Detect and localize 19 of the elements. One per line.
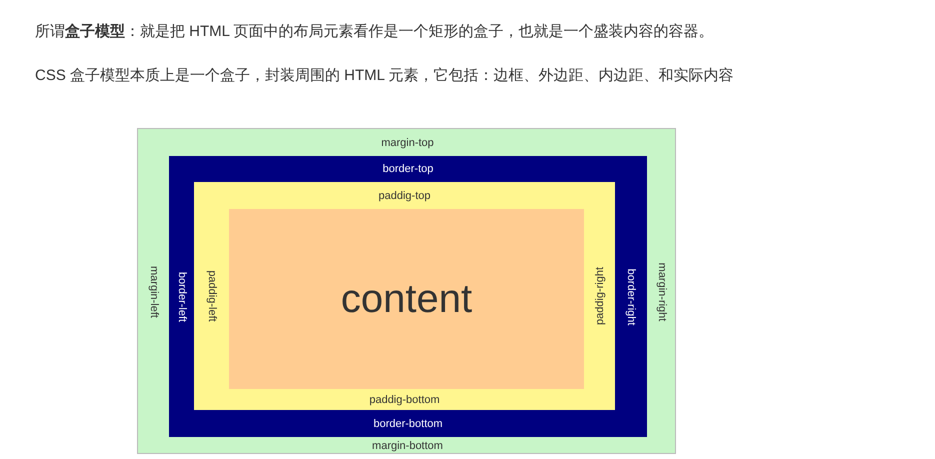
side-label: paddig-bottom (369, 394, 440, 406)
side-label: border-bottom (373, 418, 443, 430)
padding-area (194, 182, 615, 410)
side-label: border-left (176, 271, 188, 322)
paragraph: 所谓盒子模型：就是把 HTML 页面中的布局元素看作是一个矩形的盒子，也就是一个盛装内容的容器。 (35, 22, 714, 41)
side-label: paddig-top (378, 190, 430, 202)
content-area (229, 209, 584, 389)
side-label: margin-bottom (372, 440, 443, 452)
side-label: paddig-right (594, 266, 606, 326)
content-label: content (340, 277, 472, 321)
margin-area (137, 128, 676, 454)
side-label: border-top (382, 163, 434, 175)
side-label: margin-top (381, 136, 434, 148)
side-label: paddig-left (206, 270, 218, 322)
side-label: margin-right (656, 262, 668, 322)
side-label: margin-left (148, 266, 160, 318)
border-area (169, 156, 647, 437)
paragraph: CSS 盒子模型本质上是一个盒子，封装周围的 HTML 元素，它包括：边框、外边距、内边距、和实际内容 (35, 66, 734, 85)
side-label: border-right (625, 268, 637, 325)
